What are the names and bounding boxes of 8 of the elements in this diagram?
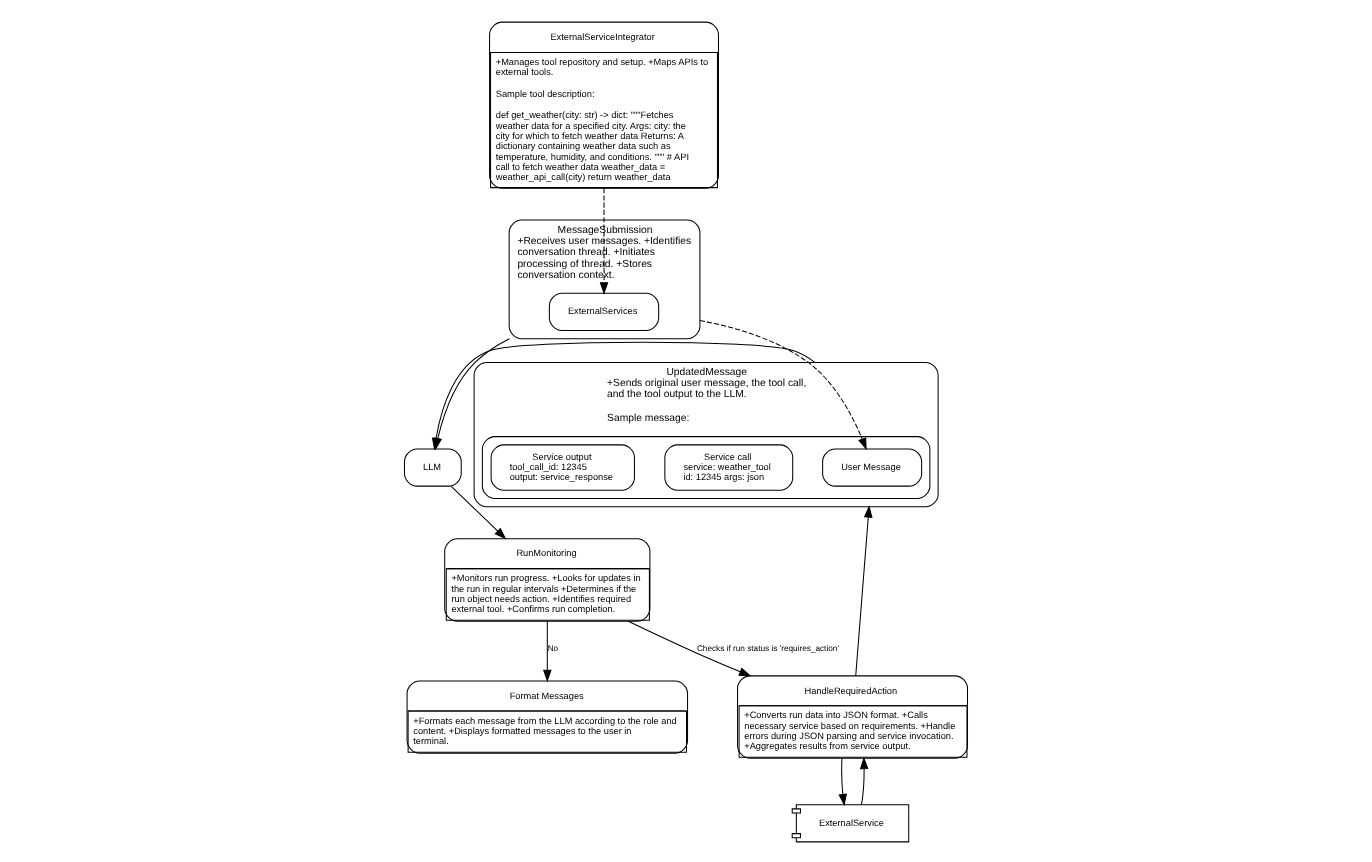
arrow bbox=[599, 186, 609, 294]
arrow bbox=[627, 619, 752, 676]
arrow bbox=[855, 504, 873, 676]
arrow bbox=[838, 756, 848, 806]
arrow bbox=[859, 755, 869, 805]
arrow bbox=[699, 319, 867, 450]
arrow bbox=[542, 620, 552, 682]
arrow bbox=[450, 484, 507, 539]
